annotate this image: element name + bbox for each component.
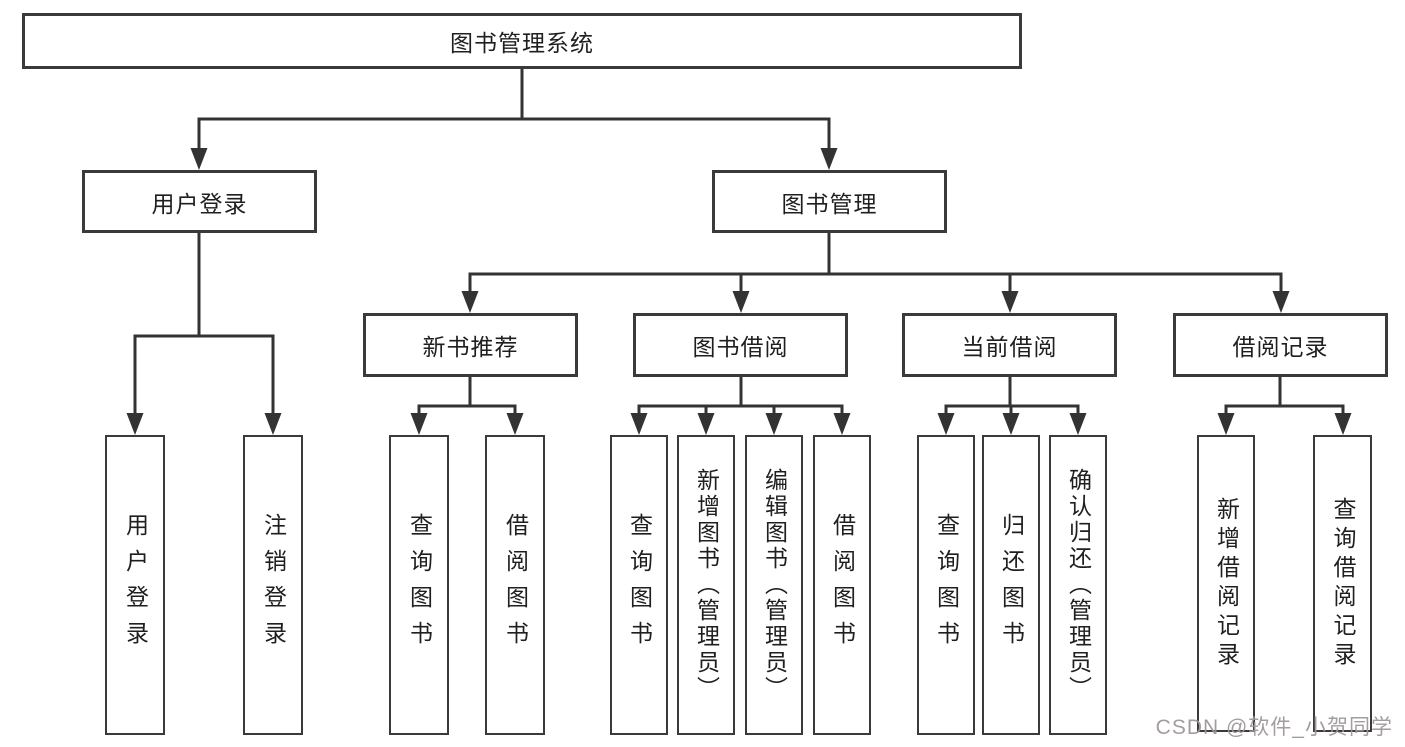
leaf-logout: 注销登录	[243, 435, 303, 735]
node-label: 图书管理系统	[450, 30, 594, 56]
leaf-label: 借阅图书	[829, 513, 856, 657]
leaf-label: 注销登录	[260, 513, 287, 657]
leaf-label: 新增借阅记录	[1213, 496, 1240, 671]
leaf-query-borrow-record: 查询借阅记录	[1313, 435, 1372, 732]
leaf-query-books: 查询图书	[389, 435, 449, 735]
leaf-query-books: 查询图书	[917, 435, 975, 735]
node-new-book-recommend: 新书推荐	[363, 313, 578, 377]
leaf-add-borrow-record: 新增借阅记录	[1197, 435, 1255, 732]
node-label: 新书推荐	[422, 334, 519, 360]
leaf-query-books: 查询图书	[610, 435, 668, 735]
leaf-borrow-book: 借阅图书	[813, 435, 871, 735]
node-borrow-records: 借阅记录	[1173, 313, 1388, 377]
leaf-label: 查询图书	[933, 513, 960, 657]
node-label: 图书管理	[781, 190, 878, 217]
leaf-add-book-admin: 新增图书（管理员）	[677, 435, 735, 735]
leaf-label: 借阅图书	[502, 513, 529, 657]
leaf-edit-book-admin: 编辑图书（管理员）	[745, 435, 803, 735]
leaf-confirm-return-admin: 确认归还（管理员）	[1049, 435, 1107, 735]
arrowheads	[126, 148, 1352, 435]
node-label: 当前借阅	[961, 334, 1058, 360]
leaf-borrow-book: 借阅图书	[485, 435, 545, 735]
leaf-label: 查询图书	[406, 513, 433, 657]
connector-path	[133, 69, 1345, 419]
leaf-label: 归还图书	[998, 513, 1025, 657]
leaf-label: 查询借阅记录	[1330, 496, 1356, 671]
leaf-label: 编辑图书（管理员）	[761, 468, 788, 702]
node-label: 图书借阅	[692, 334, 789, 360]
node-label: 借阅记录	[1232, 334, 1329, 360]
leaf-user-login: 用户登录	[105, 435, 165, 735]
leaf-label: 查询图书	[626, 513, 653, 657]
leaf-label: 确认归还（管理员）	[1065, 468, 1092, 702]
node-user-login: 用户登录	[82, 170, 317, 233]
node-label: 用户登录	[151, 190, 248, 217]
leaf-return-book: 归还图书	[982, 435, 1040, 735]
node-current-borrow: 当前借阅	[902, 313, 1117, 377]
leaf-label: 用户登录	[122, 513, 149, 657]
node-book-borrow: 图书借阅	[633, 313, 848, 377]
leaf-label: 新增图书（管理员）	[693, 468, 720, 702]
csdn-watermark: CSDN @软件_小贺同学	[1155, 716, 1393, 739]
node-book-management: 图书管理	[712, 170, 947, 233]
node-library-system: 图书管理系统	[22, 13, 1022, 69]
